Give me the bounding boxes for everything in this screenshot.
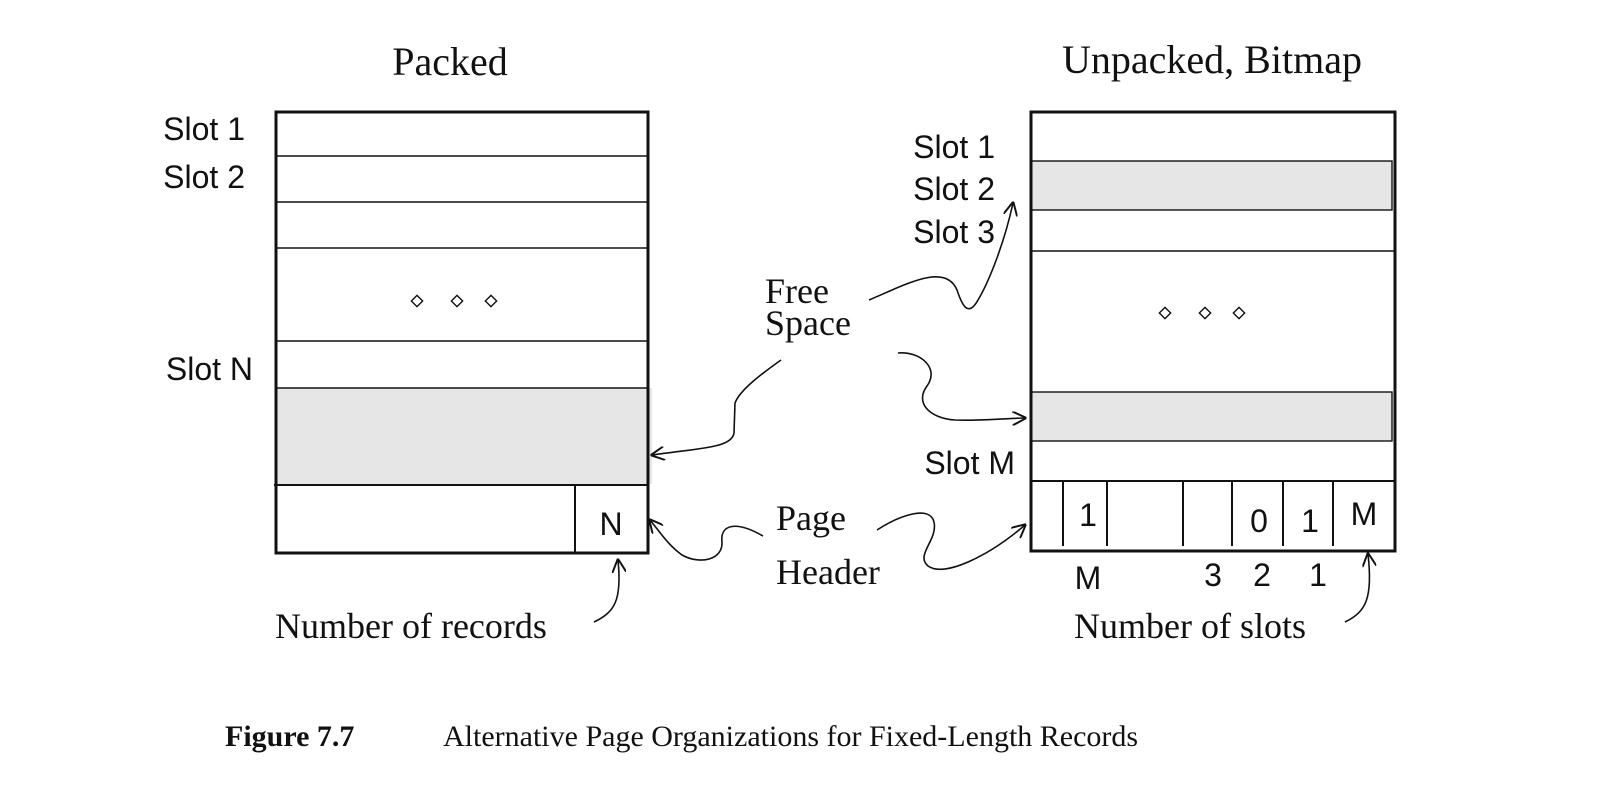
unpacked-free-slot-2 [1030, 160, 1393, 211]
unpacked-slot-label: Slot M [924, 445, 1015, 481]
packed-slot-label: Slot 2 [163, 159, 245, 195]
number-of-records-arrow [593, 560, 619, 623]
number-of-slots-arrow [1344, 554, 1370, 623]
unpacked-page: Unpacked, Bitmap Slot 1 Slot 2 Slot 3 Sl… [913, 37, 1397, 646]
free-space-label: Free [765, 271, 829, 311]
packed-slot-label: Slot N [166, 351, 253, 387]
free-space-label: Space [765, 303, 851, 343]
page-header-arrow-to-packed [650, 520, 764, 561]
bit-index: 1 [1309, 557, 1327, 593]
free-space-arrow-to-slot-2 [868, 203, 1013, 310]
free-space-arrow-to-unpacked [897, 352, 1025, 420]
free-space-annotation: Free Space [652, 203, 1025, 455]
unpacked-title: Unpacked, Bitmap [1062, 37, 1362, 82]
figure-caption: Figure 7.7 Alternative Page Organization… [225, 720, 1138, 753]
packed-caption: Number of records [275, 606, 547, 646]
bit-index: M [1075, 560, 1102, 596]
unpacked-slot-label: Slot 3 [913, 214, 995, 250]
bitmap-bit: 1 [1301, 503, 1319, 539]
packed-free-space-region [276, 388, 652, 484]
unpacked-ellipsis [1158, 306, 1246, 320]
bitmap-bit: 0 [1250, 503, 1268, 539]
packed-slot-label: Slot 1 [163, 111, 245, 147]
unpacked-slot-label: Slot 1 [913, 129, 995, 165]
bitmap-bit: 1 [1079, 497, 1097, 533]
page-header-arrow-to-unpacked [876, 512, 1025, 571]
unpacked-slot-count: M [1351, 496, 1378, 532]
packed-page: Packed Slot 1 Slot 2 Slot N N Number of … [163, 39, 652, 646]
unpacked-page-outline [1029, 110, 1397, 553]
bit-index: 3 [1204, 557, 1222, 593]
packed-record-count: N [599, 506, 622, 542]
packed-page-outline [274, 110, 650, 555]
figure-number: Figure 7.7 [225, 720, 354, 753]
bit-index: 2 [1253, 557, 1271, 593]
unpacked-slot-label: Slot 2 [913, 171, 995, 207]
figure-caption-text: Alternative Page Organizations for Fixed… [443, 720, 1138, 753]
page-header-annotation: Page Header [650, 498, 1025, 592]
free-space-arrow-to-packed [652, 359, 782, 455]
packed-title: Packed [392, 39, 508, 84]
page-header-label: Header [776, 552, 880, 592]
unpacked-caption: Number of slots [1074, 606, 1306, 646]
unpacked-free-slot [1030, 391, 1393, 442]
page-header-label: Page [776, 498, 846, 538]
packed-ellipsis [410, 294, 498, 308]
